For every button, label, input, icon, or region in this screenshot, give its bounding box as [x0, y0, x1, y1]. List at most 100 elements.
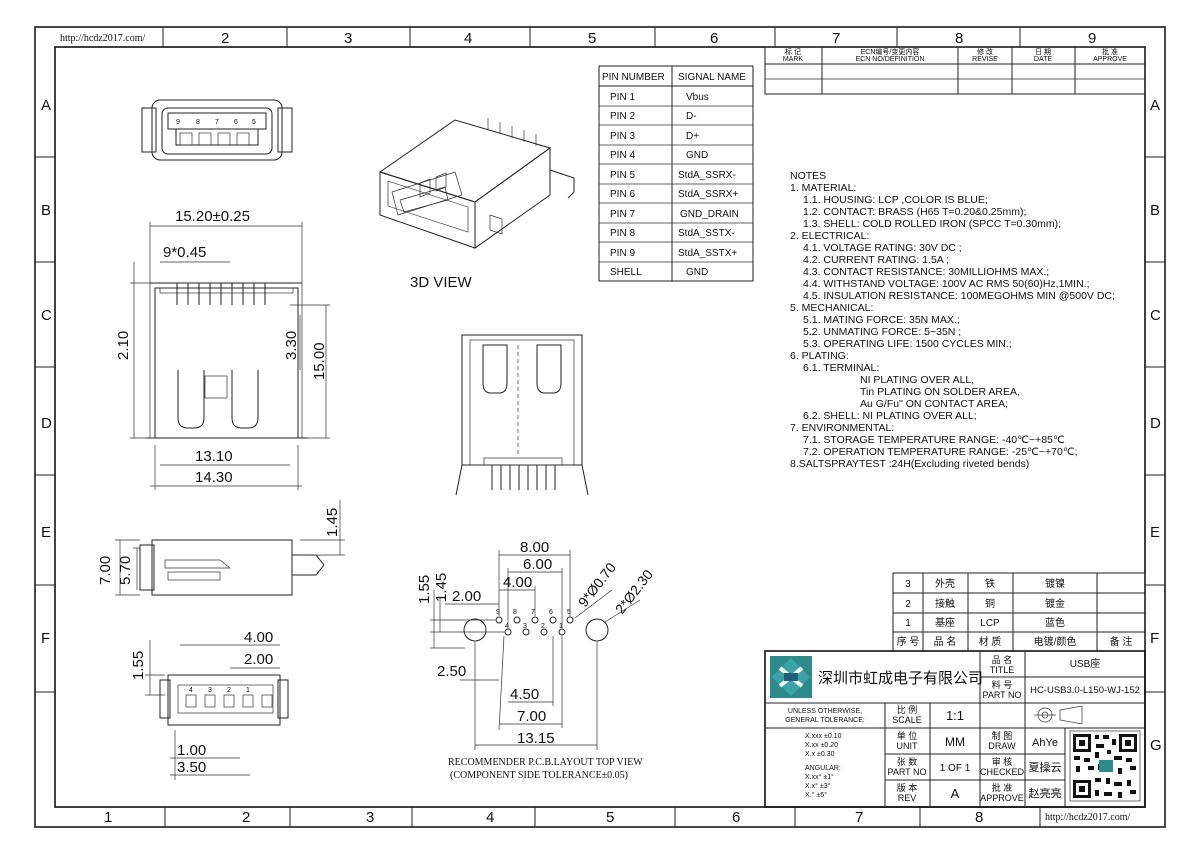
pin-signal: D-: [686, 111, 697, 122]
unit-value: MM: [945, 735, 965, 749]
dim-5-70: 5.70: [117, 556, 134, 585]
dim-4-00-front: 4.00: [244, 629, 273, 646]
tolerance-line: X.xxx ±0.10: [805, 733, 842, 740]
pin-signal: Vbus: [686, 92, 709, 103]
top-view: 15.20±0.25 9*0.45 2.10 3.30 15.00 13.10 …: [115, 208, 330, 490]
pin-signal: GND: [686, 150, 708, 161]
approve-value: 赵亮亮: [1029, 786, 1062, 800]
grid-letter: C: [41, 307, 52, 324]
bom-cell: 接触: [935, 597, 955, 610]
bom-cell: 1: [905, 618, 911, 629]
grid-letter: F: [1150, 630, 1159, 647]
pin-number: PIN 6: [610, 189, 635, 200]
note-line: NOTES: [790, 170, 826, 182]
draw-label-en: DRAW: [988, 741, 1016, 751]
bom-table: 3 外壳 铁 镀镍 2 接触 铜 镀金 1 基座 LCP 蓝色 序 号 品 名 …: [892, 572, 1146, 652]
bom-cell: 基座: [935, 616, 955, 629]
note-line: 6.2. SHELL: NI PLATING OVER ALL;: [803, 410, 977, 422]
grid-number: 1: [104, 809, 112, 826]
grid-letter: A: [41, 97, 51, 114]
unit-label-cn: 单 位: [897, 730, 918, 741]
bom-header: 品 名: [934, 635, 957, 648]
tolerance-line: X.xx ±0.20: [805, 742, 838, 749]
draw-label-cn: 制 图: [992, 730, 1013, 741]
svg-text:7: 7: [215, 119, 219, 126]
dim-pcb-8-00: 8.00: [520, 539, 549, 556]
revision-table: 标 记 MARK ECN编号/变更内容 ECN NO/DEFINITION 修 …: [764, 46, 1146, 95]
sheet-value: 1 OF 1: [940, 763, 971, 774]
pin-signal: StdA_SSTX-: [678, 228, 735, 239]
dim-1-45-side: 1.45: [324, 508, 341, 537]
part-label-en: PART NO: [982, 690, 1021, 700]
note-line: 4.4. WITHSTAND VOLTAGE: 100V AC RMS 50(6…: [803, 278, 1090, 290]
pin-number: SHELL: [610, 267, 642, 278]
grid-letters-left: A B C D E F: [41, 97, 52, 647]
note-line: 7.1. STORAGE TEMPERATURE RANGE: -40℃~+85…: [803, 434, 1065, 446]
isometric-3d-view: 3D VIEW: [378, 118, 575, 291]
dim-pcb-4-00: 4.00: [503, 574, 532, 591]
bom-cell: 3: [905, 579, 911, 590]
svg-text:8: 8: [196, 119, 200, 126]
pin-number: PIN 3: [610, 131, 635, 142]
dim-3-30: 3.30: [283, 331, 300, 360]
svg-text:5: 5: [252, 119, 256, 126]
note-line: 5.2. UNMATING FORCE: 5~35N ;: [803, 326, 961, 338]
grid-number: 2: [221, 30, 229, 47]
grid-number: 6: [732, 809, 740, 826]
dim-pcb-2-00: 2.00: [452, 588, 481, 605]
svg-text:6: 6: [234, 119, 238, 126]
grid-number: 5: [588, 30, 596, 47]
angular-line: X.° ±5°: [805, 791, 827, 799]
note-line: 1.2. CONTACT: BRASS (H65 T=0.20&0.25mm);: [803, 206, 1026, 218]
grid-number: 3: [344, 30, 352, 47]
pin-number: PIN 8: [610, 228, 635, 239]
dim-pcb-1-45: 1.45: [433, 573, 450, 602]
pin-table-header: SIGNAL NAME: [678, 72, 746, 83]
rev-value: A: [951, 786, 960, 801]
qr-code-icon: [1069, 730, 1141, 802]
pin-number: PIN 5: [610, 170, 635, 181]
dim-front-width: 15.20±0.25: [175, 208, 250, 225]
tolerance-line: X.x ±0.30: [805, 751, 835, 758]
note-line: 4.3. CONTACT RESISTANCE: 30MILLIOHMS MAX…: [803, 266, 1049, 278]
dim-pcb-2-50: 2.50: [437, 663, 466, 680]
rev-ecn-cn: ECN编号/变更内容: [861, 47, 920, 56]
note-line: 1.3. SHELL: COLD ROLLED IRON (SPCC T=0.3…: [803, 218, 1061, 230]
dim-pcb-6-00: 6.00: [523, 556, 552, 573]
dim-pin-pitch: 9*0.45: [163, 244, 206, 261]
dim-pcb-13-15: 13.15: [517, 730, 555, 747]
front-view-bottom: 4 3 2 1 4.00 2.00 1.55 1.00 3.50: [130, 629, 289, 780]
dim-pcb-1-55: 1.55: [416, 575, 433, 604]
note-line: 5. MECHANICAL:: [790, 302, 873, 314]
pin-table: PIN NUMBER SIGNAL NAME PIN 1 Vbus PIN 2 …: [598, 65, 754, 282]
front-pin-number: 1: [246, 687, 250, 694]
pcb-pin-number: 8: [513, 609, 517, 616]
bom-cell: 镀金: [1045, 597, 1065, 610]
dim-pcb-7-00: 7.00: [517, 708, 546, 725]
pcb-layout: 9 8 7 6 5 4 3 2 1 8.0: [416, 539, 656, 781]
pin-signal: D+: [686, 131, 699, 142]
check-label-cn: 审 核: [992, 756, 1013, 767]
rev-approve-cn: 批 准: [1102, 47, 1118, 56]
grid-number: 2: [242, 809, 250, 826]
pin-signal: GND_DRAIN: [680, 209, 739, 220]
tolerance-header-2: GENERAL TOLERANCE:: [785, 717, 865, 724]
title-block: 深圳市虹成电子有限公司 品 名 TITLE USB座 料 号 PART NO H…: [764, 650, 1146, 808]
side-view: 7.00 5.70 1.45: [97, 500, 345, 596]
rev-label-en: REV: [898, 793, 917, 803]
bom-header: 备 注: [1110, 635, 1133, 648]
title-label-cn: 品 名: [992, 654, 1013, 665]
pcb-pin-number: 3: [523, 623, 527, 630]
rev-revise-en: REVISE: [972, 56, 998, 63]
bom-cell: 铜: [985, 598, 995, 610]
scale-label-cn: 比 例: [897, 704, 918, 715]
grid-number: 6: [710, 30, 718, 47]
url-text-top: http://hcdz2017.com/: [60, 33, 145, 44]
sheet-label-en: PART NO: [887, 767, 926, 777]
dim-1-55-front: 1.55: [130, 651, 147, 680]
bom-cell: LCP: [980, 618, 1000, 629]
pin-table-header: PIN NUMBER: [602, 72, 665, 83]
grid-number: 7: [855, 809, 863, 826]
scale-label-en: SCALE: [892, 715, 922, 725]
